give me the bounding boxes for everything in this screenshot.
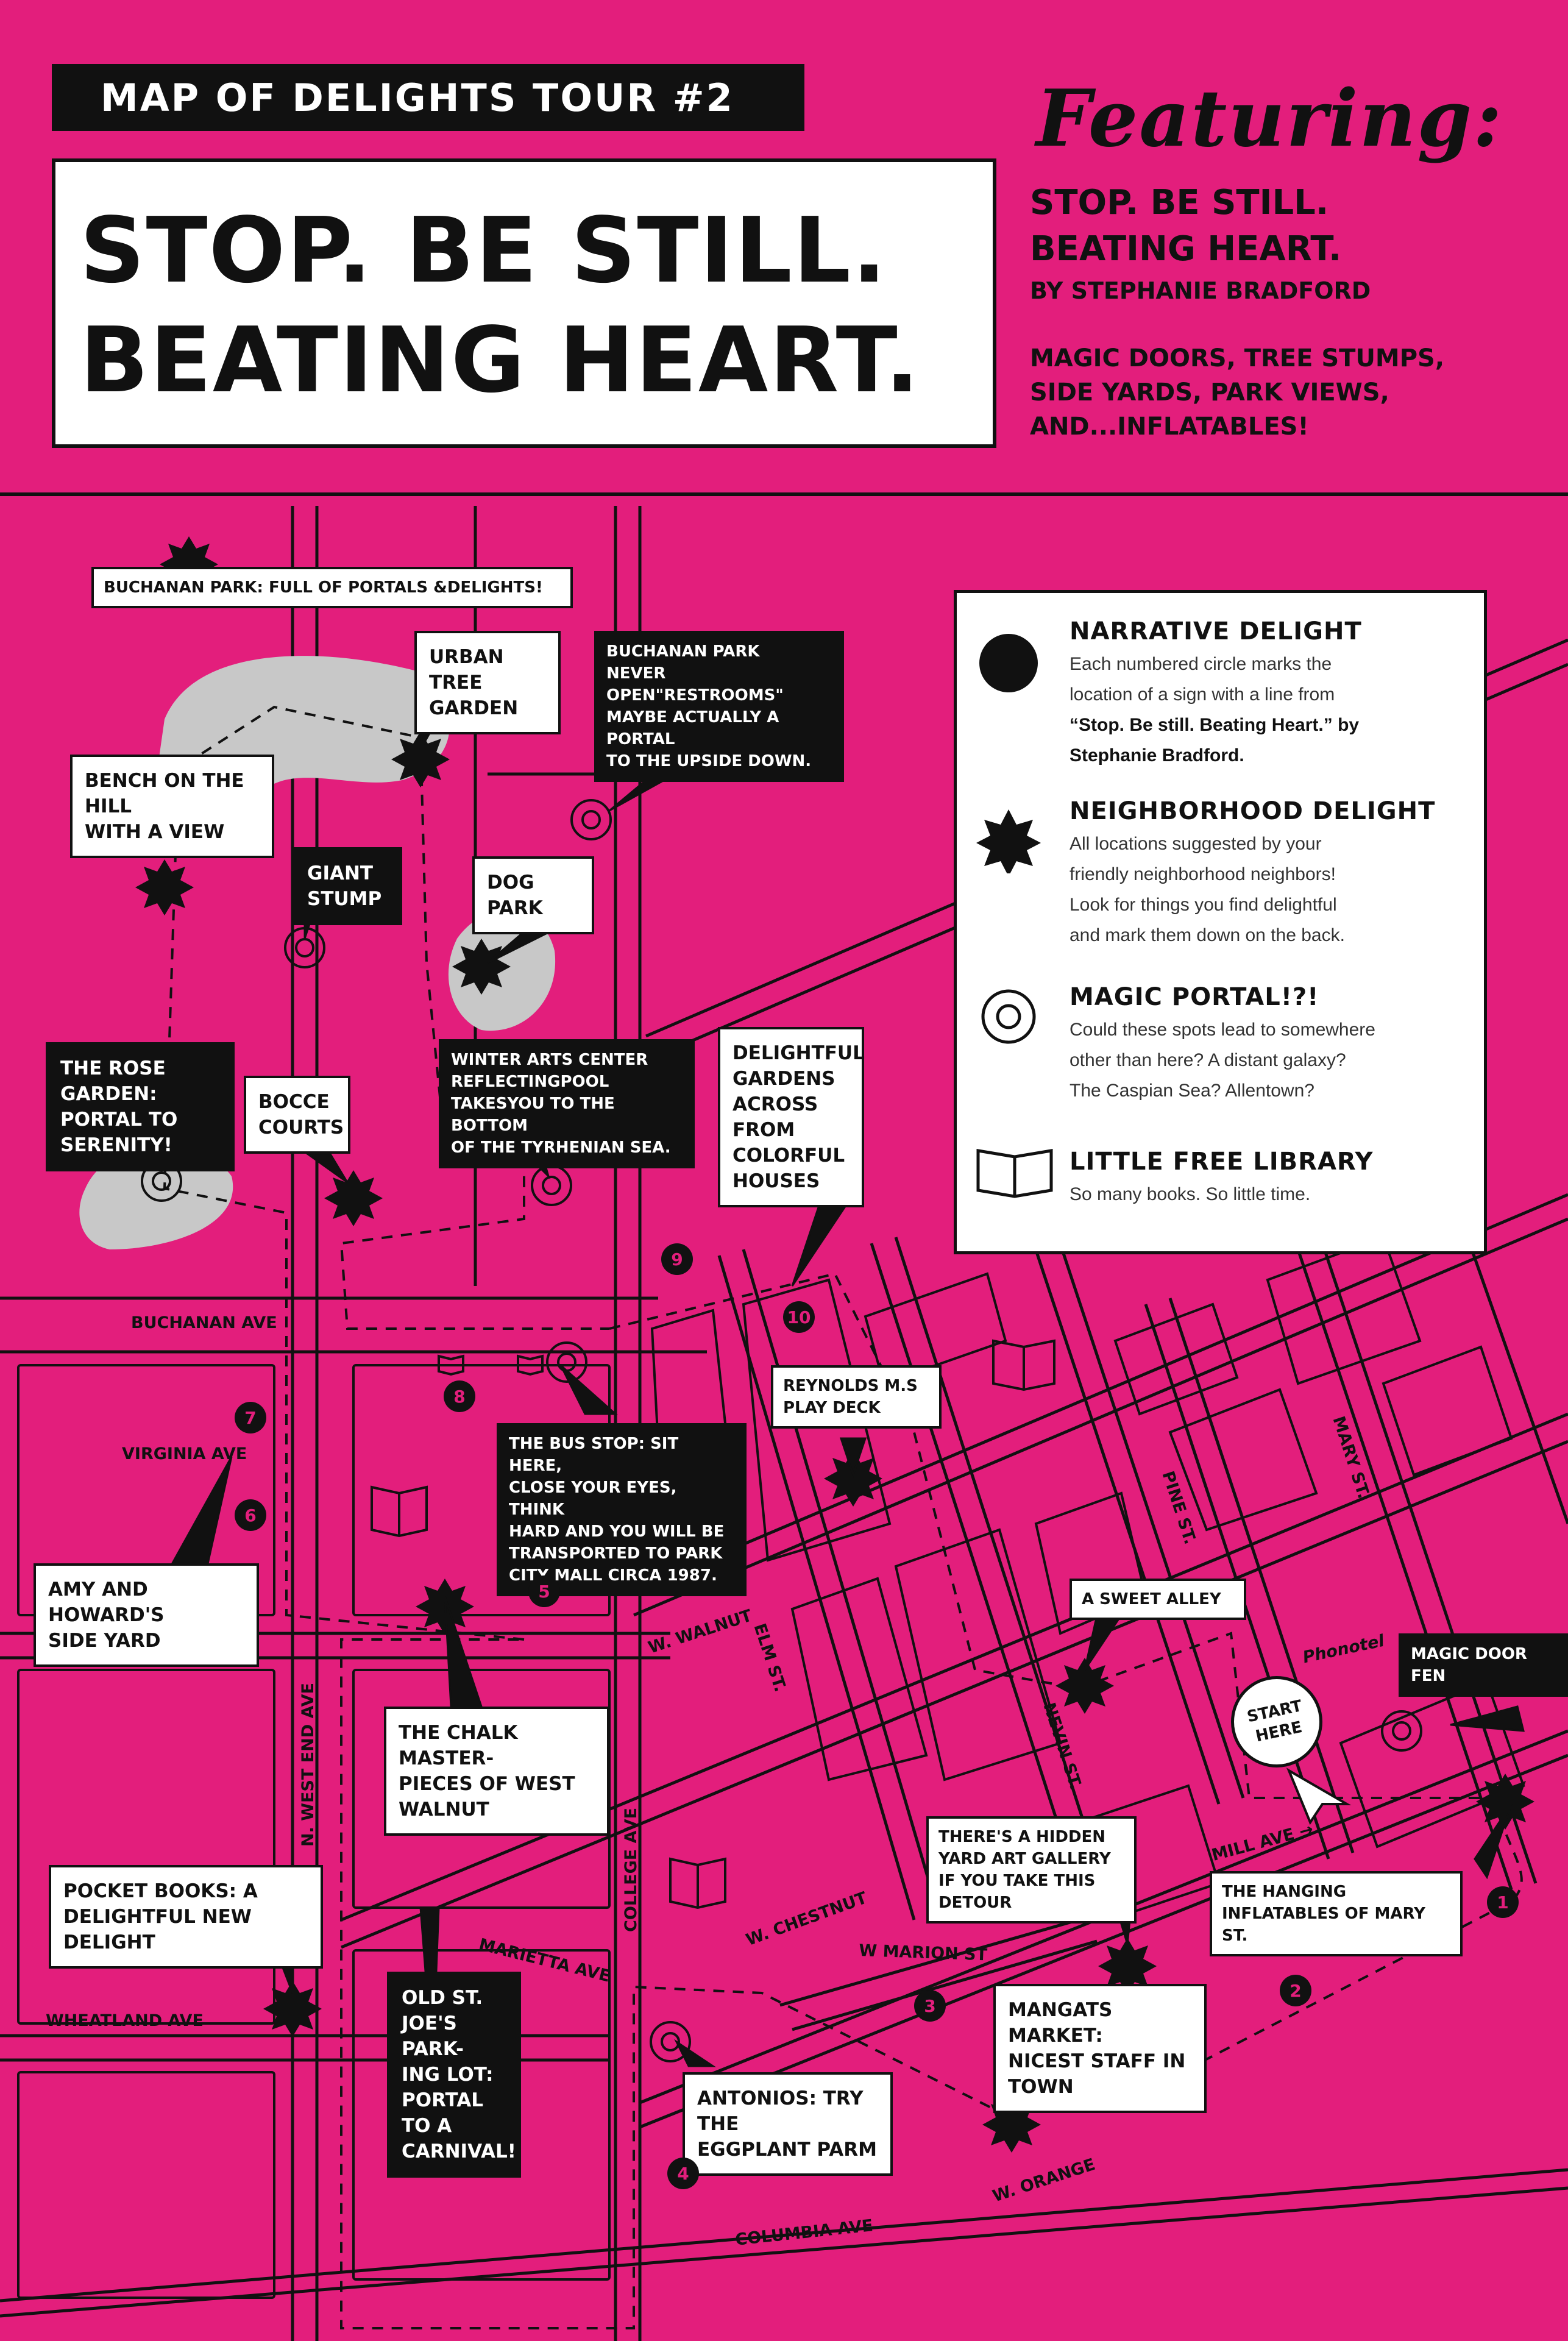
- featuring-title: Featuring:: [1036, 73, 1503, 165]
- library-icon: [438, 1354, 464, 1376]
- library-icon: [517, 1354, 544, 1376]
- featured-work: STOP. BE STILL. BEATING HEART.: [1030, 180, 1341, 272]
- legend-library: LITTLE FREE LIBRARY So many books. So li…: [1070, 1148, 1472, 1210]
- circle-icon: [979, 634, 1038, 692]
- header-divider: [0, 492, 1568, 496]
- narrative-marker-1: 1: [1487, 1886, 1519, 1918]
- legend-narrative: NARRATIVE DELIGHT Each numbered circle m…: [1070, 617, 1472, 771]
- featured-byline: BY STEPHANIE BRADFORD: [1030, 277, 1371, 304]
- star-icon: [263, 1981, 322, 2037]
- tour-label: MAP OF DELIGHTS TOUR #2: [52, 64, 804, 131]
- star-icon: [976, 809, 1041, 873]
- legend-neighborhood-title: NEIGHBORHOOD DELIGHT: [1070, 797, 1436, 825]
- featured-extras-line-3: AND...INFLATABLES!: [1030, 413, 1309, 441]
- street-wheatland-ave: WHEATLAND AVE: [46, 2011, 204, 2030]
- map-legend: NARRATIVE DELIGHT Each numbered circle m…: [954, 590, 1487, 1254]
- callout-mangats-market: MANGATS MARKET:NICEST STAFF IN TOWN: [993, 1984, 1207, 2113]
- narrative-marker-4: 4: [667, 2158, 699, 2189]
- library-icon: [371, 1485, 428, 1538]
- library-icon: [669, 1857, 726, 1909]
- legend-neighborhood-desc: All locations suggested by your friendly…: [1070, 834, 1345, 945]
- narrative-marker-3: 3: [914, 1990, 946, 2022]
- star-icon: [1098, 1938, 1157, 1994]
- star-icon: [324, 1170, 383, 1226]
- legend-library-title: LITTLE FREE LIBRARY: [1070, 1148, 1374, 1176]
- street-n-west-end-ave: N. WEST END AVE: [299, 1683, 318, 1847]
- callout-buchanan-park: BUCHANAN PARK: FULL OF PORTALS &DELIGHTS…: [91, 567, 573, 608]
- star-icon: [1476, 1774, 1534, 1830]
- legend-library-desc: So many books. So little time.: [1070, 1184, 1311, 1204]
- library-icons: [371, 1339, 1055, 1909]
- featured-extras-line-1: MAGIC DOORS, TREE STUMPS,: [1030, 344, 1445, 372]
- featured-work-line-2: BEATING HEART.: [1030, 229, 1342, 269]
- start-marker: [1286, 1767, 1352, 1825]
- narrative-marker-2: 2: [1280, 1975, 1311, 2006]
- star-icon: [391, 731, 450, 787]
- street-virginia-ave: VIRGINIA AVE: [122, 1444, 247, 1463]
- magic-portals: [141, 799, 1422, 2062]
- legend-narrative-title: NARRATIVE DELIGHT: [1070, 617, 1362, 645]
- street-college-ave: COLLEGE AVE: [622, 1807, 640, 1932]
- narrative-marker-10: 10: [783, 1301, 815, 1333]
- legend-neighborhood: NEIGHBORHOOD DELIGHT All locations sugge…: [1070, 797, 1472, 951]
- narrative-marker-6: 6: [235, 1499, 266, 1531]
- portal-icon: [650, 2021, 691, 2062]
- headline-box: STOP. BE STILL. BEATING HEART.: [52, 158, 996, 448]
- portal-icon: [531, 1165, 572, 1206]
- portal-icon: [1381, 1710, 1422, 1752]
- narrative-marker-8: 8: [444, 1380, 475, 1412]
- star-icon: [824, 1451, 882, 1507]
- headline-line-1: STOP. BE STILL.: [80, 198, 888, 303]
- narrative-marker-9: 9: [661, 1243, 693, 1275]
- library-icon: [992, 1339, 1055, 1391]
- star-icon: [1055, 1658, 1114, 1714]
- rose-garden-area: [79, 1145, 233, 1249]
- legend-narrative-desc: Each numbered circle marks the location …: [1070, 654, 1360, 766]
- star-icon: [135, 859, 194, 915]
- legend-portal-title: MAGIC PORTAL!?!: [1070, 983, 1319, 1011]
- narrative-marker-7: 7: [235, 1402, 266, 1433]
- featured-work-line-1: STOP. BE STILL.: [1030, 183, 1329, 222]
- featured-extras: MAGIC DOORS, TREE STUMPS, SIDE YARDS, PA…: [1030, 341, 1444, 444]
- callout-sweet-alley: A SWEET ALLEY: [1070, 1579, 1246, 1620]
- callout-bus-stop: THE BUS STOP: SIT HERE,CLOSE YOUR EYES, …: [497, 1423, 747, 1596]
- legend-portal-desc: Could these spots lead to somewhere othe…: [1070, 1020, 1375, 1101]
- star-icon: [452, 939, 511, 995]
- neighborhood-delights: [135, 536, 1534, 2153]
- narrative-marker-5: 5: [528, 1575, 560, 1607]
- legend-portal: MAGIC PORTAL!?! Could these spots lead t…: [1070, 983, 1472, 1106]
- portal-icon: [570, 799, 612, 840]
- callout-dog-park: DOG PARK: [472, 856, 594, 934]
- callout-magic-door: MAGIC DOOR FEN: [1399, 1633, 1568, 1697]
- headline-line-2: BEATING HEART.: [80, 308, 921, 413]
- portal-icon: [981, 989, 1036, 1044]
- book-icon: [976, 1149, 1053, 1198]
- street-buchanan-ave: BUCHANAN AVE: [131, 1313, 277, 1332]
- featured-extras-line-2: SIDE YARDS, PARK VIEWS,: [1030, 378, 1389, 407]
